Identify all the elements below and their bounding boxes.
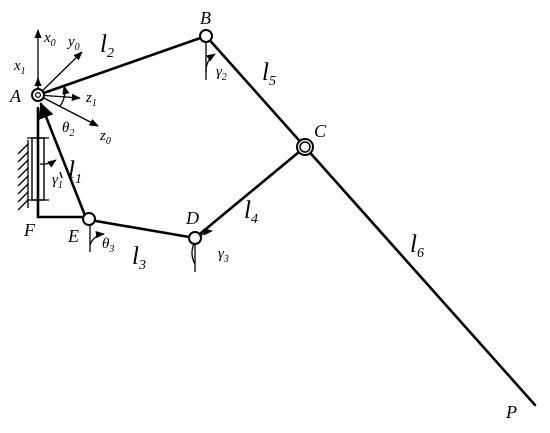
label-A: A — [9, 86, 22, 106]
label-P: P — [505, 402, 517, 422]
label-gamma3: γ3 — [218, 246, 229, 265]
axes-group — [34, 29, 99, 127]
label-l2: l2 — [100, 31, 114, 61]
label-B: B — [200, 8, 211, 28]
label-C: C — [314, 121, 327, 141]
label-F: F — [23, 220, 36, 240]
joint-E — [82, 212, 96, 226]
ground-hatch — [17, 140, 29, 211]
link-l5 — [204, 34, 307, 149]
label-l6: l6 — [410, 231, 424, 261]
label-D: D — [185, 208, 199, 228]
label-x0: x0 — [43, 30, 56, 49]
link-l4 — [193, 145, 307, 240]
label-l3: l3 — [132, 243, 146, 273]
label-theta2: θ2 — [62, 120, 74, 139]
label-y0: y0 — [66, 34, 80, 53]
label-x1: x1 — [13, 58, 26, 77]
arc-theta3 — [89, 230, 105, 246]
arc-theta2 — [59, 85, 70, 107]
arc-gamma2 — [205, 53, 216, 73]
axis-z1-line — [37, 93, 81, 102]
link-l3 — [88, 218, 197, 240]
label-z1: z1 — [85, 90, 97, 109]
label-gamma2: γ2 — [216, 64, 227, 83]
axis-z0-line — [37, 94, 99, 127]
label-gamma1: γ1 — [52, 172, 63, 191]
label-E: E — [67, 226, 79, 246]
axis-y0-line — [37, 51, 83, 96]
link-l1 — [38, 102, 88, 220]
label-l1: l1 — [68, 157, 82, 187]
joint-B — [199, 29, 213, 43]
label-l5: l5 — [262, 59, 276, 89]
link-l2 — [36, 34, 208, 97]
arc-gamma1 — [39, 159, 57, 168]
label-theta3: θ3 — [102, 236, 114, 255]
label-l4: l4 — [244, 197, 258, 227]
joint-D — [188, 231, 202, 245]
label-z0: z0 — [99, 128, 111, 147]
link-l6 — [303, 145, 537, 407]
